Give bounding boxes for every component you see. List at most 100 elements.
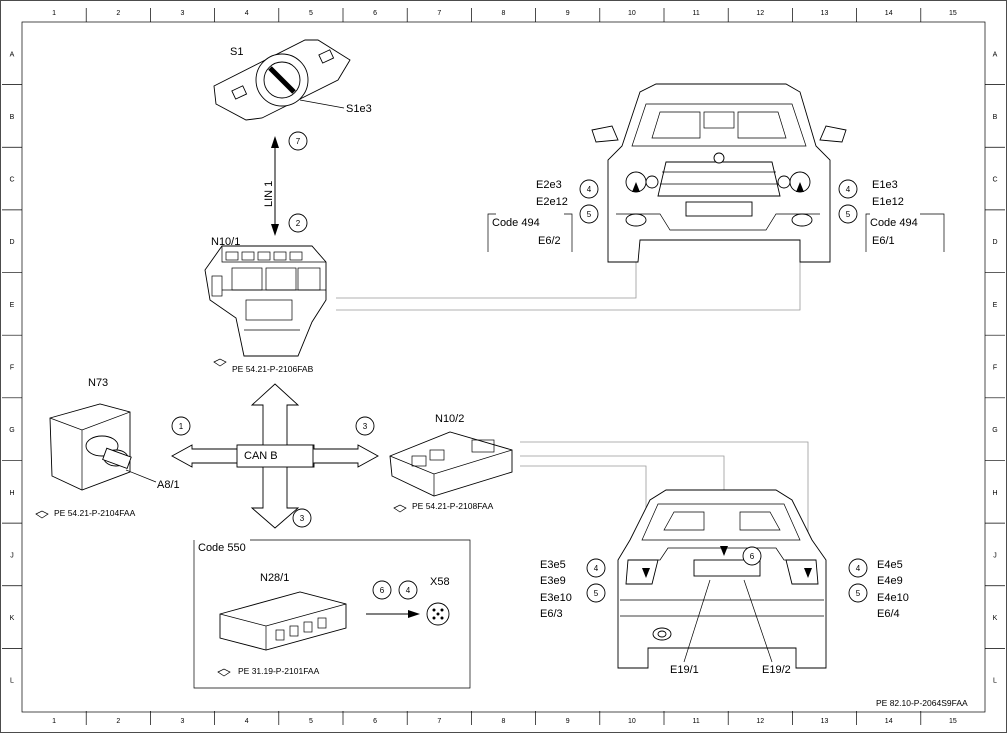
grid-col-label: 12 [756, 718, 764, 725]
n10-1-module: N10/1 PE 54.21-P-2106FAB [204, 236, 327, 374]
grid-row-label: G [9, 427, 14, 434]
rear-right-labels: E4e5 E4e9 E4e10 E6/4 4 5 [848, 558, 909, 620]
e4e10-label: E4e10 [877, 592, 909, 604]
rear-left-labels: E3e5 E3e9 E3e10 E6/3 4 5 [540, 558, 606, 620]
callout-can-right: 3 [355, 416, 375, 436]
front-left-code-494: Code 494 [492, 217, 540, 229]
svg-text:4: 4 [846, 185, 851, 194]
can-b-label: CAN B [244, 450, 278, 462]
svg-text:4: 4 [594, 564, 599, 573]
e4e5-label: E4e5 [877, 559, 903, 571]
svg-text:5: 5 [856, 589, 861, 598]
grid-col-label: 14 [885, 718, 893, 725]
grid-col-label: 14 [885, 10, 893, 17]
e19-1-label: E19/1 [670, 664, 699, 676]
grid-col-label: 10 [628, 718, 636, 725]
grid-col-label: 9 [566, 10, 570, 17]
grid-col-label: 8 [502, 10, 506, 17]
grid-row-label: L [10, 678, 14, 685]
grid-row-label: F [10, 365, 14, 372]
n73-reference: PE 54.21-P-2104FAA [54, 508, 136, 518]
e3e9-label: E3e9 [540, 575, 566, 587]
n10-2-label: N10/2 [435, 413, 464, 425]
grid-row-label: H [9, 490, 14, 497]
grid-col-label: 2 [116, 718, 120, 725]
e6-1-label: E6/1 [872, 235, 895, 247]
grid-col-label: 6 [373, 718, 377, 725]
lin-bus-connection: LIN 1 [263, 136, 279, 236]
grid-col-label: 1 [52, 718, 56, 725]
callout-s1-top: 7 [288, 131, 308, 151]
n28-1-reference: PE 31.19-P-2101FAA [238, 666, 320, 676]
grid-col-label: 5 [309, 10, 313, 17]
grid-col-label: 13 [821, 10, 829, 17]
grid-col-label: 12 [756, 10, 764, 17]
grid-row-label: E [993, 302, 998, 309]
grid-row-label: F [993, 365, 997, 372]
svg-text:6: 6 [380, 586, 385, 595]
grid-row-label: A [993, 51, 998, 58]
svg-text:5: 5 [846, 210, 851, 219]
callout-rear-right-b: 5 [848, 583, 868, 603]
s1-label: S1 [230, 46, 243, 58]
x58-socket [426, 602, 450, 626]
s1e3-label: S1e3 [346, 103, 372, 115]
grid-col-label: 13 [821, 718, 829, 725]
grid-row-label: D [9, 239, 14, 246]
grid-col-label: 3 [181, 10, 185, 17]
grid-col-label: 10 [628, 10, 636, 17]
n28-1-label: N28/1 [260, 572, 289, 584]
lin-bus-label: LIN 1 [263, 181, 275, 207]
svg-text:3: 3 [363, 422, 368, 431]
grid-row-label: G [992, 427, 997, 434]
can-b-bus-cross: CAN B 1 3 3 [171, 383, 379, 529]
grid-col-label: 7 [437, 10, 441, 17]
svg-text:5: 5 [594, 589, 599, 598]
grid-col-label: 6 [373, 10, 377, 17]
front-right-labels: E1e3 E1e12 Code 494 E6/1 4 5 [838, 179, 945, 252]
front-vehicle-view [591, 83, 847, 263]
front-left-labels: E2e3 E2e12 Code 494 E6/2 4 5 [487, 179, 599, 252]
s1-light-switch: S1 S1e3 [213, 39, 372, 121]
footer-reference: PE 82.10-P-2064S9FAA [876, 698, 968, 708]
code-550-label: Code 550 [198, 542, 246, 554]
n10-1-label: N10/1 [211, 236, 240, 248]
svg-text:3: 3 [300, 514, 305, 523]
grid-row-label: D [992, 239, 997, 246]
e1e12-label: E1e12 [872, 196, 904, 208]
svg-text:4: 4 [587, 185, 592, 194]
grid-row-label: A [10, 51, 15, 58]
grid-row-label: B [10, 114, 15, 121]
grid-col-label: 11 [692, 718, 699, 725]
n28-1-module [219, 591, 347, 651]
e1e3-label: E1e3 [872, 179, 898, 191]
e19-2-label: E19/2 [762, 664, 791, 676]
grid-col-label: 5 [309, 718, 313, 725]
front-right-code-494: Code 494 [870, 217, 918, 229]
callout-can-bottom: 3 [292, 508, 312, 528]
e6-3-label: E6/3 [540, 608, 563, 620]
grid-col-label: 2 [116, 10, 120, 17]
grid-col-label: 11 [692, 10, 699, 17]
callout-rear-right-a: 4 [848, 558, 868, 578]
svg-text:1: 1 [179, 422, 184, 431]
grid-col-label: 15 [949, 10, 957, 17]
grid-row-label: H [992, 490, 997, 497]
grid-col-label: 9 [566, 718, 570, 725]
svg-text:2: 2 [296, 219, 301, 228]
grid-row-label: C [9, 177, 14, 184]
grid-row-label: C [992, 177, 997, 184]
n73-label: N73 [88, 377, 108, 389]
code-550-box: Code 550 N28/1 PE 31.19-P-2101FAA 6 4 X5… [193, 539, 471, 689]
svg-text:6: 6 [750, 552, 755, 561]
grid-col-label: 4 [245, 718, 249, 725]
e3e10-label: E3e10 [540, 592, 572, 604]
grid-row-label: E [10, 302, 15, 309]
n10-1-reference: PE 54.21-P-2106FAB [232, 364, 314, 374]
grid-row-label: J [993, 552, 997, 559]
